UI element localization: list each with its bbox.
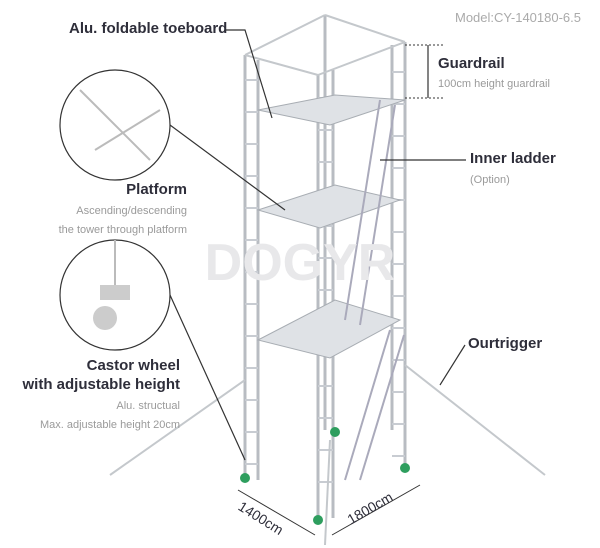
castor-label-2: with adjustable height xyxy=(22,376,180,393)
castor-desc-1: Alu. structual xyxy=(116,400,180,412)
inner-ladder-label: Inner ladder xyxy=(470,150,556,167)
outrigger-label: Ourtrigger xyxy=(468,335,543,352)
guardrail-desc: 100cm height guardrail xyxy=(438,78,550,90)
guardrail-label: Guardrail xyxy=(438,55,505,72)
inner-ladder-desc: (Option) xyxy=(470,174,510,186)
watermark-logo: DOGYR xyxy=(205,234,396,292)
platform-label: Platform xyxy=(126,181,187,198)
castor-desc-2: Max. adjustable height 20cm xyxy=(39,419,180,431)
model-number: Model:CY-140180-6.5 xyxy=(455,10,581,25)
platform-desc-1: Ascending/descending xyxy=(76,205,187,217)
castor-label-1: Castor wheel xyxy=(86,357,180,374)
platform-desc-2: the tower through platform xyxy=(58,224,187,236)
toeboard-label: Alu. foldable toeboard xyxy=(69,20,228,37)
